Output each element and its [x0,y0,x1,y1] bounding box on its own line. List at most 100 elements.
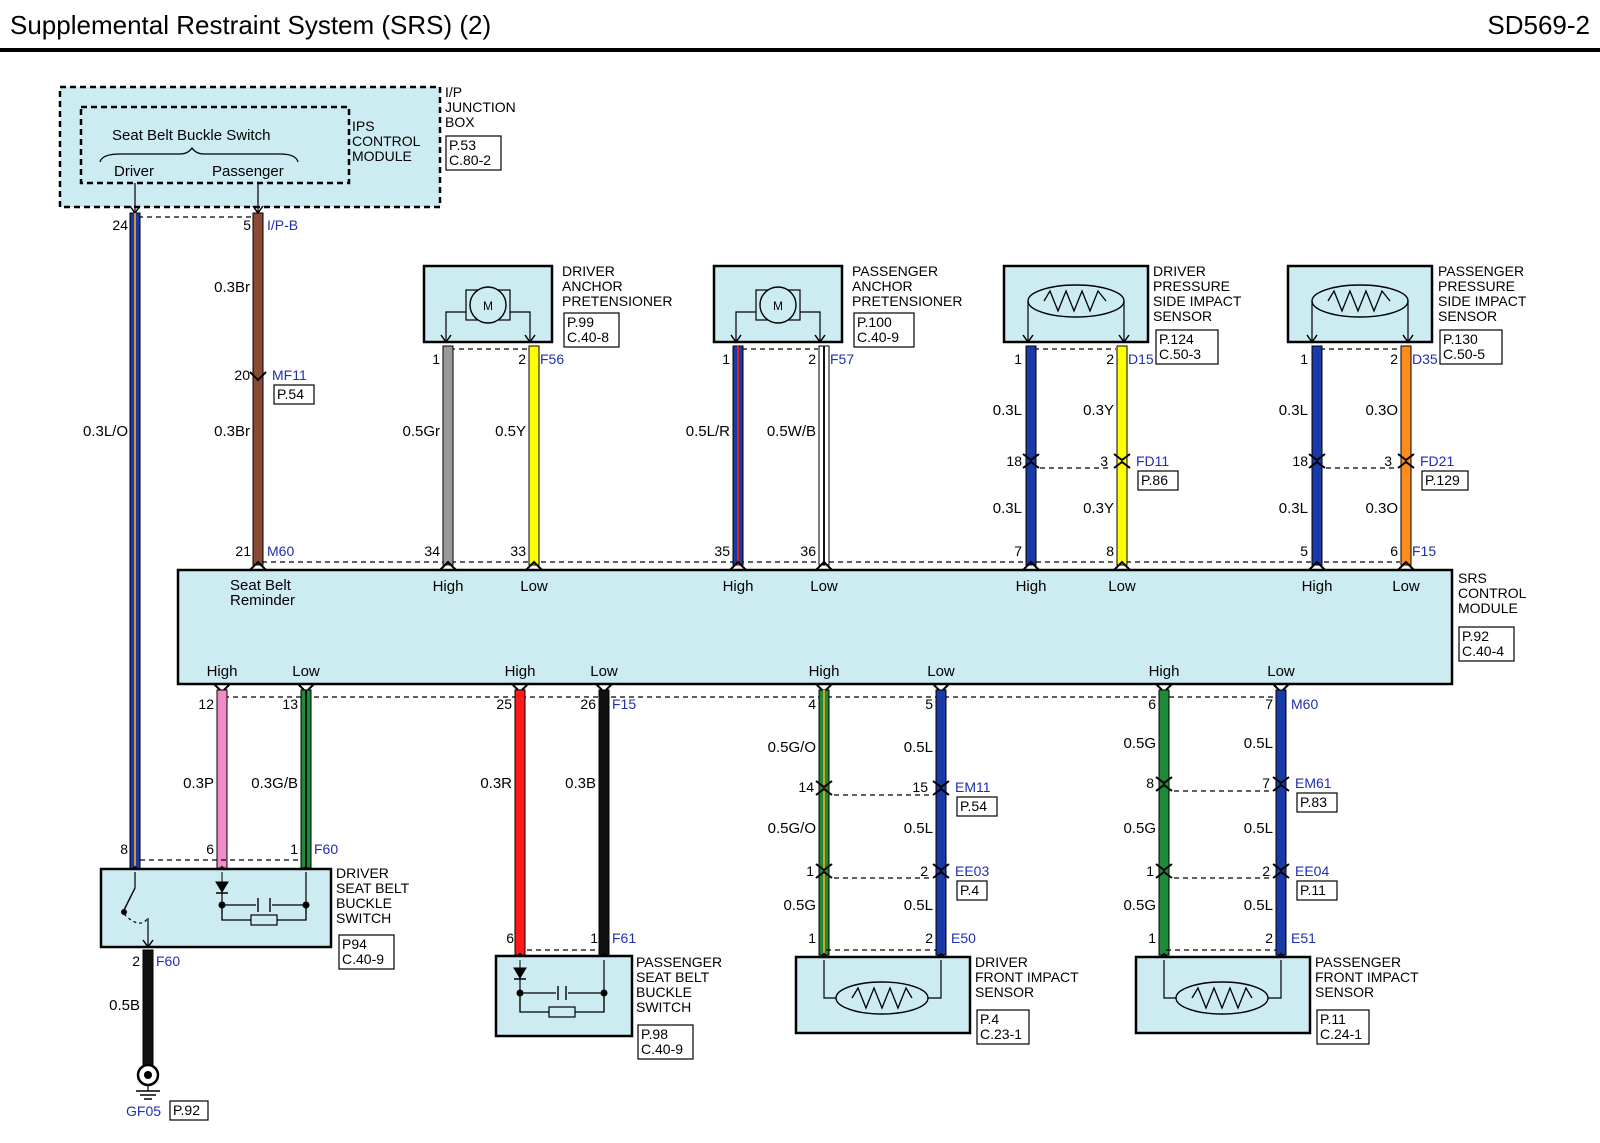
driver-pressure-side-impact-sensor-arrow-right [1118,334,1130,344]
pin-1: 1 [590,930,598,946]
srs-bottom-high-label: High [1149,663,1180,680]
srs-bottom-low-label: Low [292,663,320,680]
passenger-front-impact-sensor-lead-right [1268,960,1282,999]
pin-2: 2 [1265,930,1273,946]
connector-f56: F56 [540,351,564,367]
em61-conn-right [1272,776,1290,785]
wire-0-3b [598,689,610,956]
pin-1: 1 [722,351,730,367]
pin-1: 1 [290,841,298,857]
ground-name: GF05 [126,1103,161,1119]
pin-33: 33 [510,543,526,559]
wire-label-0-5l-r: 0.5L/R [686,423,730,440]
driver-front-impact-sensor-name: DRIVER [975,954,1028,970]
srs-top-pin-chevron [1397,560,1415,571]
connector-fd21-ref: P.129 [1425,472,1460,488]
connector-f60-top: F60 [314,841,338,857]
driver-front-impact-sensor-ref: C.23-1 [980,1026,1022,1042]
passenger-anchor-pretensioner-arrow-left [730,334,742,344]
driver-seat-belt-buckle-switch-name: BUCKLE [336,895,392,911]
driver-front-impact-sensor-lead-left [823,960,836,999]
connector-fd21-ref-box [1421,470,1469,491]
pin-2: 2 [808,351,816,367]
passenger-buckle-res-lead-left [519,993,549,1013]
srs-top-low-label: Low [1392,578,1420,595]
srs-control-module-ref-box [1458,626,1515,662]
driver-anchor-pretensioner-ref-box [563,312,620,348]
pin-8: 8 [1106,543,1114,559]
connector-f60-bottom: F60 [156,953,180,969]
pin-2: 2 [132,953,140,969]
ee04-conn-right [1272,863,1290,872]
srs-control-module-name: MODULE [1458,600,1518,616]
passenger-front-impact-sensor-name: FRONT IMPACT [1315,969,1419,985]
ips-control-module-name: IPS [352,118,375,134]
connector-fd11-ref-box [1137,470,1179,491]
wire-label-0-5w-b: 0.5W/B [767,423,816,440]
connector-ee03: EE03 [955,863,989,879]
driver-anchor-pretensioner-arrow-left [440,334,452,344]
driver-buckle-switch-contact [121,909,127,915]
ip-junction-box-name: JUNCTION [445,99,516,115]
driver-pressure-side-impact-sensor-ref: P.124 [1159,331,1194,347]
passenger-buckle-resistor [548,1006,576,1018]
pin-36: 36 [800,543,816,559]
driver-seat-belt-buckle-switch-ref: C.40-9 [342,951,384,967]
pin-1: 1 [432,351,440,367]
connector-em61-ref: P.83 [1300,794,1327,810]
pin-2: 2 [1262,863,1270,879]
ee04-conn-left [1155,870,1173,879]
connector-mf11-ref-box [273,384,315,405]
driver-buckle-res-lead-right [277,905,307,921]
passenger-seat-belt-buckle-switch-ref: C.40-9 [641,1041,683,1057]
pin-21: 21 [235,543,251,559]
passenger-seat-belt-buckle-switch-name: BUCKLE [636,984,692,1000]
fd11-conn-left [1022,460,1040,469]
driver-pressure-side-impact-sensor-ref: C.50-3 [1159,346,1201,362]
em11-conn-left [815,787,833,796]
srs-control-module-name: CONTROL [1458,585,1527,601]
srs-top-pin-chevron [1308,560,1326,571]
driver-pressure-side-impact-sensor-name: SIDE IMPACT [1153,293,1242,309]
passenger-pressure-side-impact-sensor-arrow-right [1402,334,1414,344]
wire-label-0-5l: 0.5L [904,897,933,914]
wire-0-5y [528,345,540,566]
passenger-seat-belt-buckle-switch-ref: P.98 [641,1026,668,1042]
wire-label-0-3o: 0.3O [1365,500,1398,517]
wire-label-0-3l: 0.3L [1279,402,1308,419]
pin-2: 2 [1390,351,1398,367]
passenger-pressure-side-impact-sensor-ref: C.50-5 [1443,346,1485,362]
connector-mf11-ref: P.54 [277,386,304,402]
passenger-front-impact-sensor-ref: P.11 [1320,1011,1346,1027]
em11-conn-right [932,787,950,796]
driver-buckle-node [218,901,226,909]
connector-em11-ref-box [956,796,998,817]
wire-0-3o-d35-a [1400,345,1412,566]
buckle-switch-brace [99,146,299,163]
srs-top-high-label: High [723,578,754,595]
ips-control-module-name: CONTROL [352,133,421,149]
pin-26: 26 [580,696,596,712]
driver-anchor-pretensioner-motor-label: M [483,299,493,313]
passenger-anchor-pretensioner-ref: P.100 [857,314,892,330]
driver-buckle-node [302,901,310,909]
ee03-conn-right [932,870,950,879]
connector-fd11: FD11 [1136,453,1169,469]
passenger-anchor-pretensioner-name: ANCHOR [852,278,913,294]
driver-front-impact-sensor-name: SENSOR [975,984,1034,1000]
pin-6: 6 [206,841,214,857]
driver-anchor-pretensioner-ref: C.40-8 [567,329,609,345]
srs-top-low-label: Low [520,578,548,595]
pin-34: 34 [424,543,440,559]
pin-2: 2 [925,930,933,946]
connector-f57: F57 [830,351,854,367]
srs-control-module [176,568,1454,686]
srs-reminder-pin-chevron [249,560,267,571]
srs-top-high-label: High [1302,578,1333,595]
connector-fd21: FD21 [1420,453,1454,469]
driver-buckle-switch-path [123,913,149,924]
srs-top-pin-chevron [439,560,457,571]
passenger-anchor-pretensioner-arrow-right [814,334,826,344]
wire-label-0-3r: 0.3R [480,775,512,792]
connector-m60-bottom: M60 [1291,696,1318,712]
